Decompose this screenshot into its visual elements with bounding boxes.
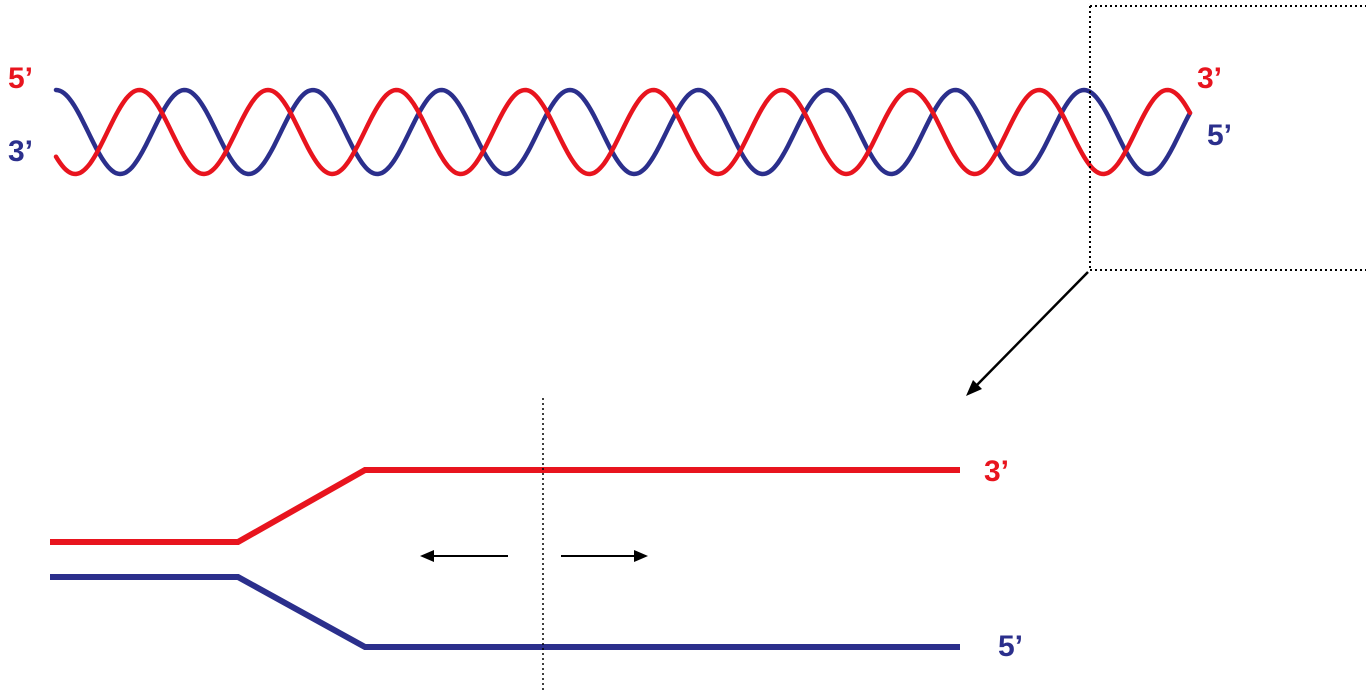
left-direction-arrow xyxy=(420,550,508,562)
red-helix-strand xyxy=(56,90,1190,174)
right-direction-arrow xyxy=(561,550,648,562)
fork-blue-strand xyxy=(50,577,960,647)
helix-top-left-label: 5’ xyxy=(8,64,33,94)
fork-red-strand xyxy=(50,470,960,542)
replication-fork xyxy=(50,470,960,647)
double-helix xyxy=(56,90,1190,174)
fork-top-strand-label: 3’ xyxy=(984,457,1009,487)
helix-bottom-right-label: 5’ xyxy=(1207,121,1232,151)
helix-bottom-left-label: 3’ xyxy=(8,137,33,167)
helix-top-right-label: 3’ xyxy=(1197,64,1222,94)
zoom-arrow xyxy=(966,272,1088,396)
fork-bottom-strand-label: 5’ xyxy=(998,632,1023,662)
